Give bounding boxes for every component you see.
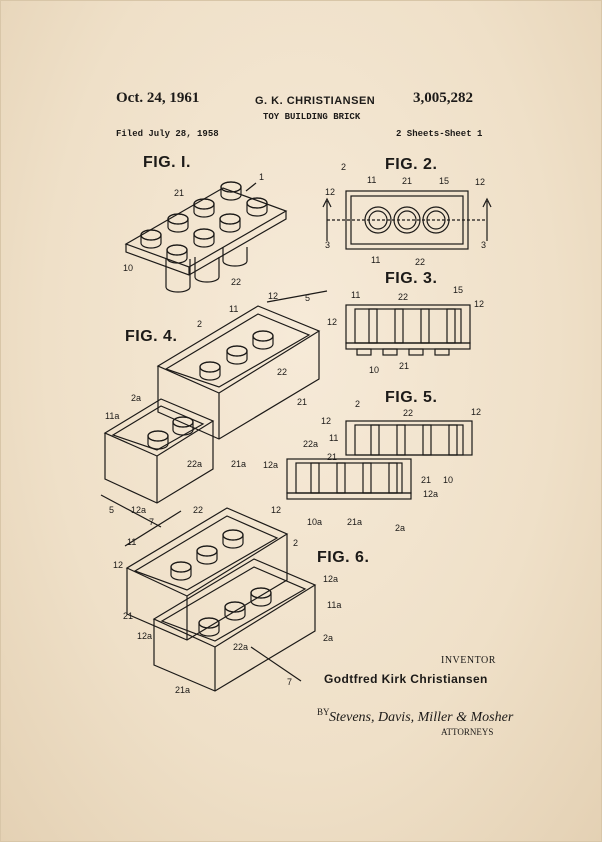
svg-text:11: 11 bbox=[229, 304, 238, 314]
patent-date: Oct. 24, 1961 bbox=[116, 90, 200, 106]
attorney-signature: Stevens, Davis, Miller & Mosher bbox=[329, 710, 514, 725]
svg-text:11: 11 bbox=[329, 433, 338, 443]
fig3-drawing: 11 22 15 12 12 21 10 bbox=[327, 285, 484, 375]
fig1-drawing: 21 10 22 1 bbox=[123, 172, 288, 293]
svg-text:10: 10 bbox=[369, 365, 379, 375]
svg-text:12: 12 bbox=[268, 291, 278, 301]
inventor-label: INVENTOR bbox=[441, 655, 496, 666]
svg-text:3: 3 bbox=[481, 240, 486, 250]
svg-text:3: 3 bbox=[325, 240, 330, 250]
inventor-name: Godtfred Kirk Christiansen bbox=[324, 672, 488, 686]
svg-text:22: 22 bbox=[231, 277, 241, 287]
svg-text:7: 7 bbox=[287, 677, 292, 687]
svg-text:2: 2 bbox=[341, 162, 346, 172]
svg-text:12a: 12a bbox=[323, 574, 338, 584]
svg-text:22: 22 bbox=[193, 505, 203, 515]
fig3-label: FIG. 3. bbox=[385, 270, 438, 287]
svg-text:11: 11 bbox=[367, 175, 376, 185]
svg-text:21: 21 bbox=[402, 176, 412, 186]
svg-text:21: 21 bbox=[327, 452, 337, 462]
svg-text:5: 5 bbox=[109, 505, 114, 515]
fig4-drawing: 11 12 2 5 22 21 2a 11a 22a 21a 12a 5 bbox=[100, 290, 328, 528]
svg-text:15: 15 bbox=[453, 285, 463, 295]
svg-text:1: 1 bbox=[259, 172, 264, 182]
svg-text:2a: 2a bbox=[323, 633, 333, 643]
svg-text:12a: 12a bbox=[423, 489, 438, 499]
svg-text:12: 12 bbox=[113, 560, 123, 570]
svg-text:2: 2 bbox=[355, 399, 360, 409]
svg-text:22a: 22a bbox=[187, 459, 202, 469]
svg-text:12a: 12a bbox=[263, 460, 278, 470]
svg-text:12: 12 bbox=[327, 317, 337, 327]
svg-text:7: 7 bbox=[149, 517, 154, 527]
svg-text:12: 12 bbox=[325, 187, 335, 197]
svg-text:12: 12 bbox=[471, 407, 481, 417]
fig1-label: FIG. I. bbox=[143, 154, 191, 171]
svg-text:21: 21 bbox=[174, 188, 184, 198]
fig4-label: FIG. 4. bbox=[125, 328, 178, 345]
svg-text:2: 2 bbox=[293, 538, 298, 548]
svg-text:21: 21 bbox=[399, 361, 409, 371]
svg-text:22: 22 bbox=[415, 257, 425, 267]
svg-text:11: 11 bbox=[371, 255, 380, 265]
sheet-count: 2 Sheets-Sheet 1 bbox=[396, 129, 483, 139]
svg-text:12: 12 bbox=[321, 416, 331, 426]
inventor-header: G. K. CHRISTIANSEN bbox=[255, 95, 376, 107]
fig5-label: FIG. 5. bbox=[385, 389, 438, 406]
svg-text:12: 12 bbox=[474, 299, 484, 309]
svg-text:2a: 2a bbox=[395, 523, 405, 533]
patent-number: 3,005,282 bbox=[413, 90, 473, 106]
fig2-drawing: 3 3 2 12 11 21 15 12 11 22 bbox=[322, 162, 492, 267]
svg-text:10: 10 bbox=[123, 263, 133, 273]
svg-text:10a: 10a bbox=[307, 517, 322, 527]
filed-date: Filed July 28, 1958 bbox=[116, 129, 219, 139]
svg-text:12: 12 bbox=[271, 505, 281, 515]
svg-text:21: 21 bbox=[123, 611, 133, 621]
svg-text:11: 11 bbox=[351, 290, 360, 300]
svg-text:12a: 12a bbox=[137, 631, 152, 641]
svg-text:21: 21 bbox=[297, 397, 307, 407]
svg-text:5: 5 bbox=[305, 293, 310, 303]
svg-text:21a: 21a bbox=[175, 685, 190, 695]
svg-text:11: 11 bbox=[127, 537, 136, 547]
fig2-label: FIG. 2. bbox=[385, 156, 438, 173]
svg-text:12: 12 bbox=[475, 177, 485, 187]
svg-text:10: 10 bbox=[443, 475, 453, 485]
fig6-label: FIG. 6. bbox=[317, 549, 370, 566]
svg-text:12a: 12a bbox=[131, 505, 146, 515]
svg-text:22: 22 bbox=[398, 292, 408, 302]
svg-text:21: 21 bbox=[421, 475, 431, 485]
attorneys-label: ATTORNEYS bbox=[441, 727, 494, 737]
svg-text:2: 2 bbox=[197, 319, 202, 329]
svg-text:11a: 11a bbox=[105, 411, 119, 421]
svg-text:21a: 21a bbox=[231, 459, 246, 469]
svg-text:11a: 11a bbox=[327, 600, 341, 610]
svg-text:22a: 22a bbox=[303, 439, 318, 449]
svg-text:2a: 2a bbox=[131, 393, 141, 403]
fig6-drawing: 7 22 12 2 11 12 12a 11a 21 12a 22a 2a 21a 7 bbox=[113, 505, 341, 695]
svg-text:21a: 21a bbox=[347, 517, 362, 527]
patent-title: TOY BUILDING BRICK bbox=[263, 112, 361, 122]
svg-text:22a: 22a bbox=[233, 642, 248, 652]
svg-text:22: 22 bbox=[277, 367, 287, 377]
by-label: BY bbox=[317, 707, 330, 717]
svg-text:15: 15 bbox=[439, 176, 449, 186]
svg-text:22: 22 bbox=[403, 408, 413, 418]
